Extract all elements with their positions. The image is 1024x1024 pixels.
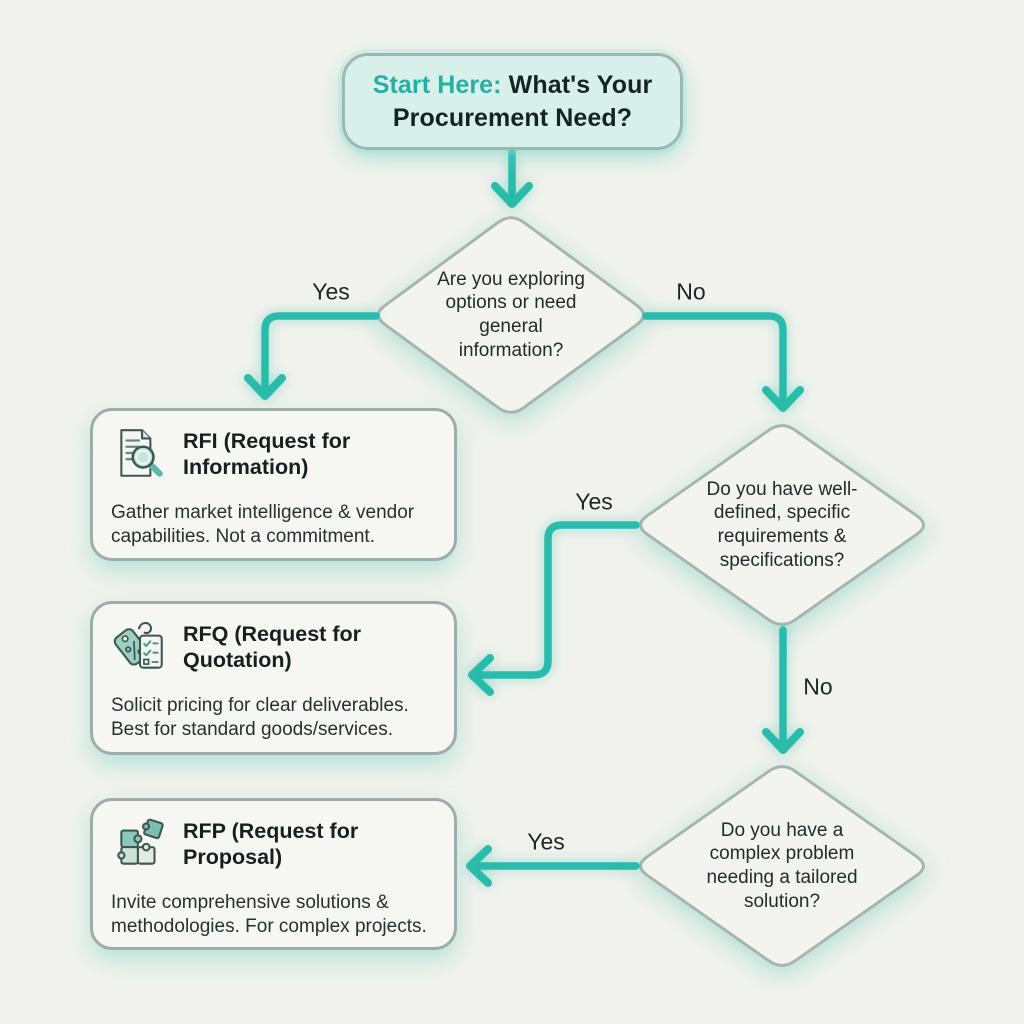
rfp-card-header: RFP (Request for Proposal)	[111, 815, 436, 873]
price-tag-checklist-icon	[113, 621, 163, 669]
edge-decision-1-yes-to-rfi	[244, 312, 380, 400]
edge-label-decision-3-yes: Yes	[527, 828, 565, 855]
rfp-card-description: Invite comprehensive solutions & methodo…	[111, 892, 427, 937]
edge-label-decision-2-yes: Yes	[575, 488, 613, 515]
edge-label-decision-1-no: No	[676, 278, 706, 305]
rfq-card-description: Solicit pricing for clear deliverables. …	[111, 695, 409, 740]
start-node-text: Start Here: What's Your Procurement Need…	[365, 69, 660, 134]
puzzle-pieces-icon	[117, 818, 164, 865]
rfi-card: RFI (Request for Information) Gather mar…	[90, 408, 457, 561]
rfp-card-title: RFP (Request for Proposal)	[183, 818, 359, 869]
rfi-card-description: Gather market intelligence & vendor capa…	[111, 502, 415, 547]
start-node-question: What's Your Procurement Need?	[392, 71, 653, 132]
rfq-card: RFQ (Request for Quotation) Solicit pric…	[90, 601, 457, 755]
rfi-card-title: RFI (Request for Information)	[183, 428, 351, 479]
edge-decision-2-yes-to-rfq	[468, 521, 640, 696]
start-node-prefix: Start Here:	[372, 71, 502, 99]
decision-1-text: Are you exploring options or need genera…	[437, 268, 585, 361]
decision-3-text: Do you have a complex problem needing a …	[706, 819, 858, 912]
start-node: Start Here: What's Your Procurement Need…	[342, 53, 683, 150]
document-magnifier-icon	[120, 429, 163, 477]
rfi-card-header: RFI (Request for Information)	[111, 425, 436, 483]
edge-label-decision-1-yes: Yes	[312, 278, 350, 305]
decision-2-text: Do you have well-defined, specific requi…	[706, 478, 858, 571]
rfq-card-header: RFQ (Request for Quotation)	[111, 618, 436, 676]
edge-label-decision-2-no: No	[803, 673, 833, 700]
rfq-card-title: RFQ (Request for Quotation)	[183, 621, 361, 672]
rfp-card: RFP (Request for Proposal) Invite compre…	[90, 798, 457, 950]
edge-decision-1-no-to-decision-2	[642, 312, 804, 412]
